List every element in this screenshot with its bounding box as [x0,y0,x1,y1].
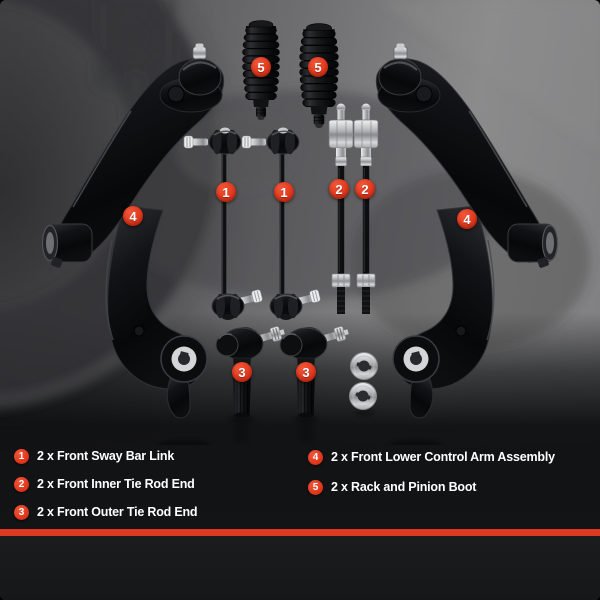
legend-item-label: 2 x Rack and Pinion Boot [331,480,477,494]
part-badge-sway-bar-link-left: 1 [216,182,236,202]
legend-item-label: 2 x Front Lower Control Arm Assembly [331,450,555,464]
part-badge-inner-tie-rod-right: 2 [355,179,375,199]
part-badge-control-arm-right: 4 [457,209,477,229]
part-badge-inner-tie-rod-left: 2 [329,179,349,199]
legend-badge: 4 [308,449,323,465]
legend-item-label: 2 x Front Inner Tie Rod End [37,477,195,491]
inner-tie-rod-right [353,103,379,315]
washer-bottom [349,382,377,410]
part-badge-boot-left: 5 [251,57,271,77]
legend-item: 1 2 x Front Sway Bar Link [14,442,197,470]
legend-item-label: 2 x Front Outer Tie Rod End [37,505,198,519]
part-badge-boot-right: 5 [308,57,328,77]
parts-illustration [41,20,559,445]
legend-badge: 5 [308,479,323,495]
legend-badge: 3 [14,504,29,520]
red-divider [0,529,600,536]
legend-item: 5 2 x Rack and Pinion Boot [308,472,555,502]
inner-tie-rod-left [328,103,354,315]
sway-bar-link-left [183,126,264,321]
control-arm-left [41,42,225,419]
footer [0,536,600,600]
legend-column-right: 4 2 x Front Lower Control Arm Assembly 5… [308,442,555,502]
control-arm-right [375,42,559,419]
legend-item: 3 2 x Front Outer Tie Rod End [14,498,198,526]
legend: 1 2 x Front Sway Bar Link 2 2 x Front In… [0,440,600,529]
part-badge-outer-tie-rod-left: 3 [232,362,252,382]
legend-item-label: 2 x Front Sway Bar Link [37,449,175,463]
part-badge-sway-bar-link-right: 1 [274,182,294,202]
legend-badge: 2 [14,476,29,492]
light-wedge [380,0,600,150]
part-shadows [158,410,442,445]
legend-badge: 1 [14,448,29,464]
legend-item: 2 2 x Front Inner Tie Rod End [14,470,197,498]
legend-item: 4 2 x Front Lower Control Arm Assembly [308,442,555,472]
part-badge-control-arm-left: 4 [123,206,143,226]
part-badge-outer-tie-rod-right: 3 [296,362,316,382]
legend-column-left: 1 2 x Front Sway Bar Link 2 2 x Front In… [14,442,198,526]
washer-top [350,352,378,380]
